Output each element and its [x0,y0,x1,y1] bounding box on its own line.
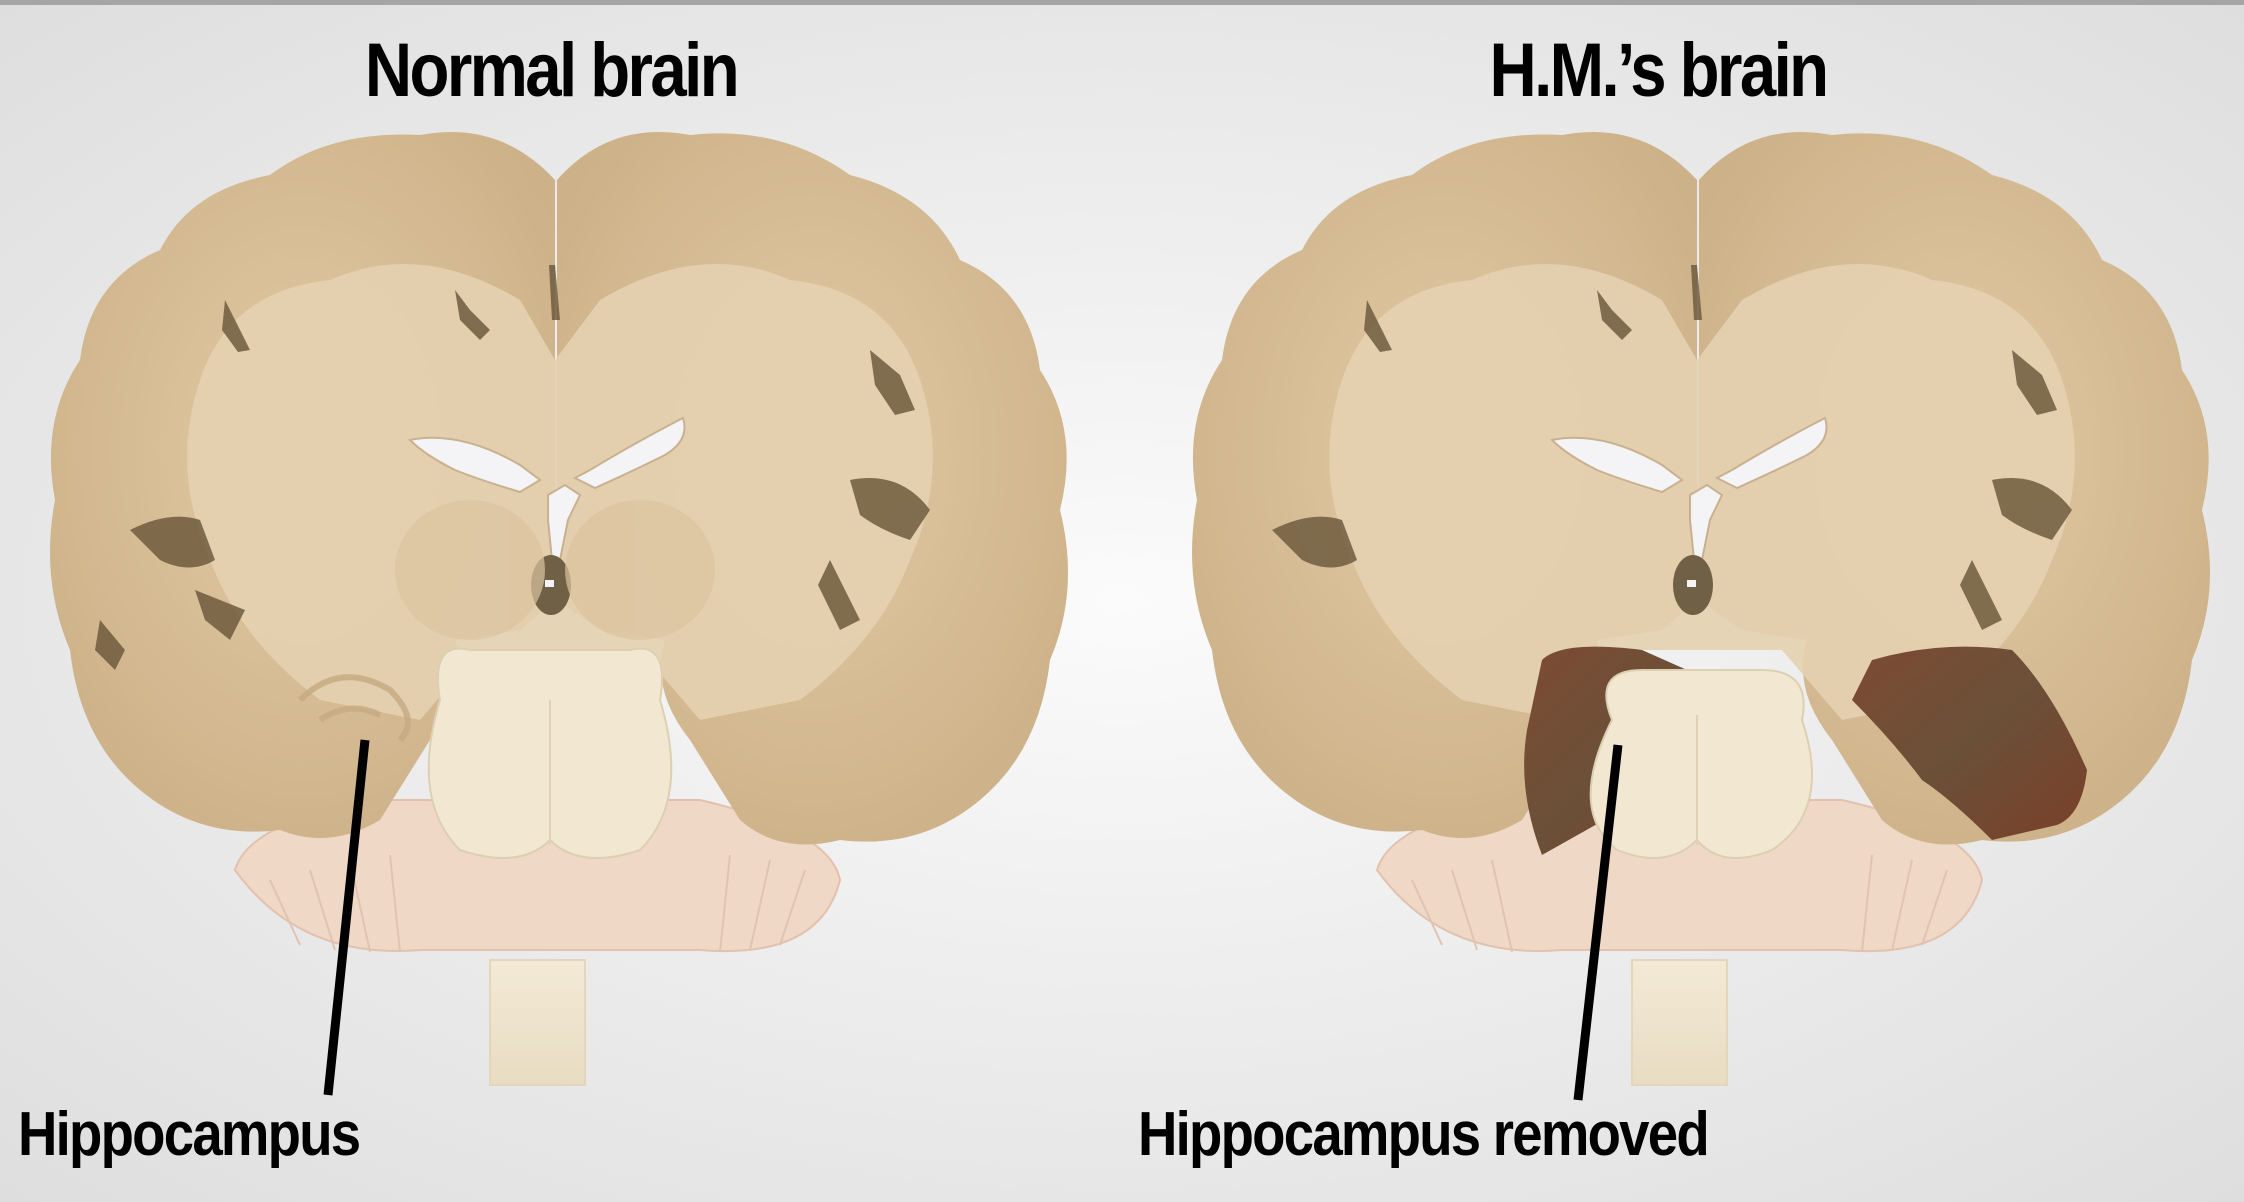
hippocampus-removed-label: Hippocampus removed [1138,1100,1710,1169]
top-border-rule [0,0,2244,5]
cerebellum [1375,799,1984,953]
hippocampus-pointer-line [323,739,370,1096]
hippocampus-removed-pointer-line [1573,744,1623,1101]
cerebrum [1192,132,2210,845]
lateral-ventricles [407,416,686,561]
lateral-ventricles [1549,416,1828,561]
panel-title: H.M.’s brain [1489,28,1829,113]
brainstem [489,959,586,1086]
panel-hm-brain: H.M.’s brain Hippocampus removed [1122,0,2244,1202]
cerebrum [50,132,1068,845]
normal-brain-illustration [50,132,1068,1096]
panel-title: Normal brain [364,28,740,113]
hippocampus-label: Hippocampus [18,1100,361,1169]
pons [1589,669,1813,859]
hippocampus [297,674,411,743]
panel-normal-brain: Normal brain Hippocampus [18,28,1068,1169]
brainstem [1631,959,1728,1086]
hm-brain-illustration [1192,132,2210,1101]
